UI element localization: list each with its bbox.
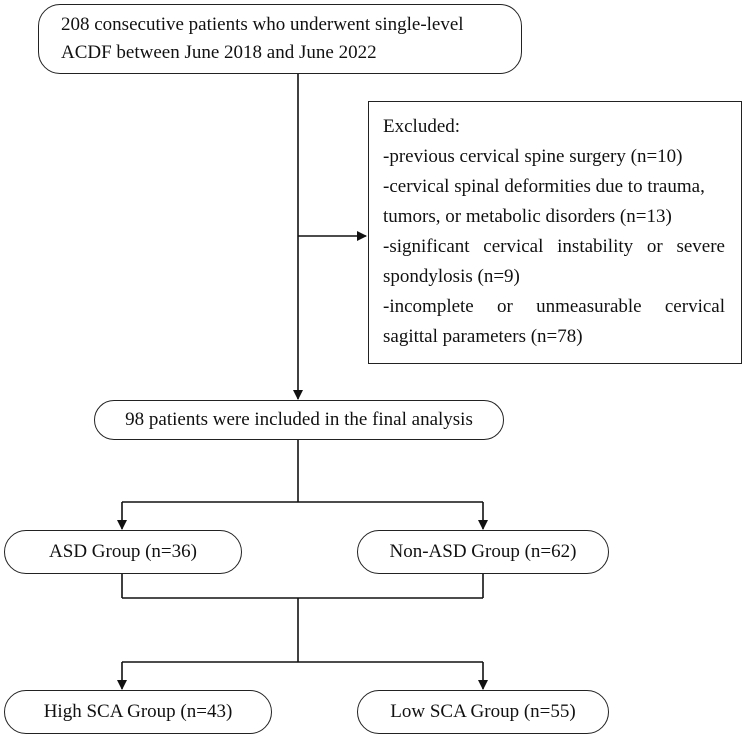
excluded-item: spondylosis (n=9)	[383, 266, 520, 287]
high-sca-group-box: High SCA Group (n=43)	[4, 690, 272, 734]
non-asd-group-label: Non-ASD Group (n=62)	[389, 540, 577, 562]
excluded-item: -significant cervical instability or sev…	[383, 236, 725, 257]
start-text: 208 consecutive patients who underwent s…	[61, 11, 464, 68]
excluded-box: Excluded: -previous cervical spine surge…	[368, 101, 742, 364]
excluded-item: -previous cervical spine surgery (n=10)	[383, 146, 683, 167]
low-sca-group-box: Low SCA Group (n=55)	[357, 690, 609, 734]
excluded-heading: Excluded:	[383, 116, 461, 137]
included-text: 98 patients were included in the final a…	[125, 408, 473, 430]
low-sca-group-label: Low SCA Group (n=55)	[390, 700, 576, 722]
non-asd-group-box: Non-ASD Group (n=62)	[357, 530, 609, 574]
excluded-item: tumors, or metabolic disorders (n=13)	[383, 206, 672, 227]
excluded-item: -cervical spinal deformities due to trau…	[383, 176, 705, 197]
start-line-2: ACDF between June 2018 and June 2022	[61, 42, 377, 63]
excluded-item: sagittal parameters (n=78)	[383, 326, 583, 347]
asd-group-box: ASD Group (n=36)	[4, 530, 242, 574]
start-line-1: 208 consecutive patients who underwent s…	[61, 13, 464, 35]
asd-group-label: ASD Group (n=36)	[49, 540, 197, 562]
high-sca-group-label: High SCA Group (n=43)	[43, 700, 233, 722]
excluded-item: -incomplete or unmeasurable cervical	[383, 296, 725, 317]
included-box: 98 patients were included in the final a…	[94, 400, 504, 440]
start-box: 208 consecutive patients who underwent s…	[38, 4, 522, 74]
